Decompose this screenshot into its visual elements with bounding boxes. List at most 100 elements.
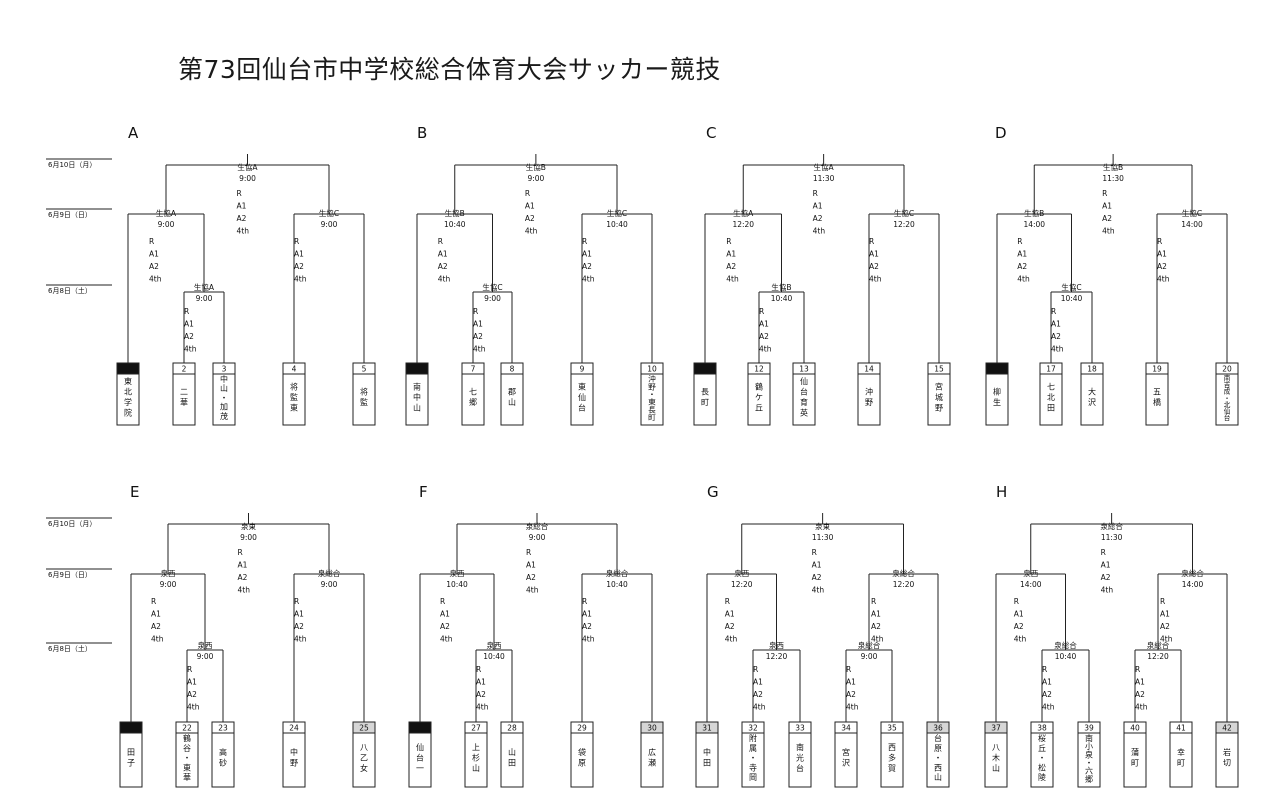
team-number-cell [172,362,196,375]
seed-marker [985,362,1009,375]
team-number: 24 [289,724,299,733]
round-code: R [440,597,445,606]
round-code: A1 [1160,610,1170,619]
match-time: 9:00 [861,652,878,661]
team-number: 7 [471,365,476,374]
round-code: A2 [237,214,247,223]
team-name: 袋原 [578,747,586,768]
round-code: 4th [582,635,595,644]
round-code: A1 [812,561,822,570]
round-code: A1 [1101,561,1111,570]
round-code: 4th [1017,275,1030,284]
team-number-cell [211,721,235,734]
match-venue: 生協A [156,208,177,218]
match-venue: 泉総合 [892,568,915,578]
round-code: A2 [187,690,197,699]
round-code: A1 [759,320,769,329]
round-code: R [1014,597,1019,606]
round-code: 4th [473,345,486,354]
match-time: 9:00 [239,174,256,183]
team-name: 台原・西山 [934,733,942,782]
team-name: 中田 [703,747,711,768]
match-venue: 生協B [1024,208,1044,218]
group-letter: F [419,483,428,501]
round-code: 4th [149,275,162,284]
group-letter: G [707,483,719,501]
team-number: 40 [1130,724,1140,733]
team-number-cell [352,721,376,734]
round-code: R [753,665,758,674]
round-code: R [294,597,299,606]
match-venue: 泉西 [450,568,465,578]
team-number-cell [175,721,199,734]
seed-marker [405,362,429,375]
round-code: A1 [149,250,159,259]
team-name: 南小泉・六郷 [1085,733,1093,784]
match-time: 9:00 [158,220,175,229]
round-code: A1 [184,320,194,329]
round-code: R [526,548,531,557]
round-code: A2 [1135,690,1145,699]
match-venue: 泉総合 [526,521,549,531]
match-venue: 生協C [319,208,339,218]
match-time: 9:00 [160,580,177,589]
team-number: 3 [222,365,227,374]
round-code: 4th [238,586,251,595]
seed-marker [119,721,143,734]
team-number: 9 [580,365,585,374]
round-code: R [1135,665,1140,674]
round-code: 4th [1102,227,1115,236]
round-code: A1 [582,250,592,259]
team-number: 17 [1046,365,1056,374]
match-venue: 生協C [1182,208,1202,218]
round-code: R [438,237,443,246]
date-label: 6月9日（日） [48,211,92,219]
round-code: A2 [582,622,592,631]
page-title: 第73回仙台市中学校総合体育大会サッカー競技 [178,55,721,84]
team-number-cell [1039,362,1063,375]
match-time: 10:40 [771,294,793,303]
date-label: 6月8日（土） [48,286,92,295]
round-code: A1 [438,250,448,259]
team-number: 27 [471,724,481,733]
team-number-cell [1123,721,1147,734]
match-time: 14:00 [1181,220,1203,229]
round-code: A2 [1014,622,1024,631]
team-number: 29 [577,724,587,733]
round-code: A2 [294,262,304,271]
round-code: R [1102,189,1107,198]
round-code: A2 [1102,214,1112,223]
team-number: 42 [1222,724,1232,733]
round-code: R [1042,665,1047,674]
round-code: A2 [753,690,763,699]
round-code: R [1157,237,1162,246]
date-label: 6月8日（土） [48,644,92,653]
round-code: A1 [1135,678,1145,687]
group-letter: H [996,483,1007,501]
team-number-cell [747,362,771,375]
round-code: 4th [582,275,595,284]
team-number-cell [1169,721,1193,734]
team-number-cell [880,721,904,734]
team-name: 柳生 [993,387,1001,408]
team-name: 中山・加茂 [220,374,228,421]
match-venue: 生協B [445,208,465,218]
round-code: A2 [438,262,448,271]
round-code: 4th [813,227,826,236]
team-number: 10 [647,365,657,374]
round-code: A1 [187,678,197,687]
group-letter: A [128,124,139,142]
team-name: 田子 [127,748,135,768]
team-name: 大沢 [1088,387,1096,408]
team-number-cell [984,721,1008,734]
team-name: 郡山 [508,387,516,408]
team-number-cell [695,721,719,734]
round-code: R [846,665,851,674]
match-venue: 生協A [814,162,835,172]
match-venue: 泉総合 [1100,521,1123,531]
round-code: R [184,307,189,316]
team-number: 18 [1087,365,1097,374]
seed-marker [408,721,432,734]
match-time: 9:00 [529,533,546,542]
round-code: A1 [1051,320,1061,329]
